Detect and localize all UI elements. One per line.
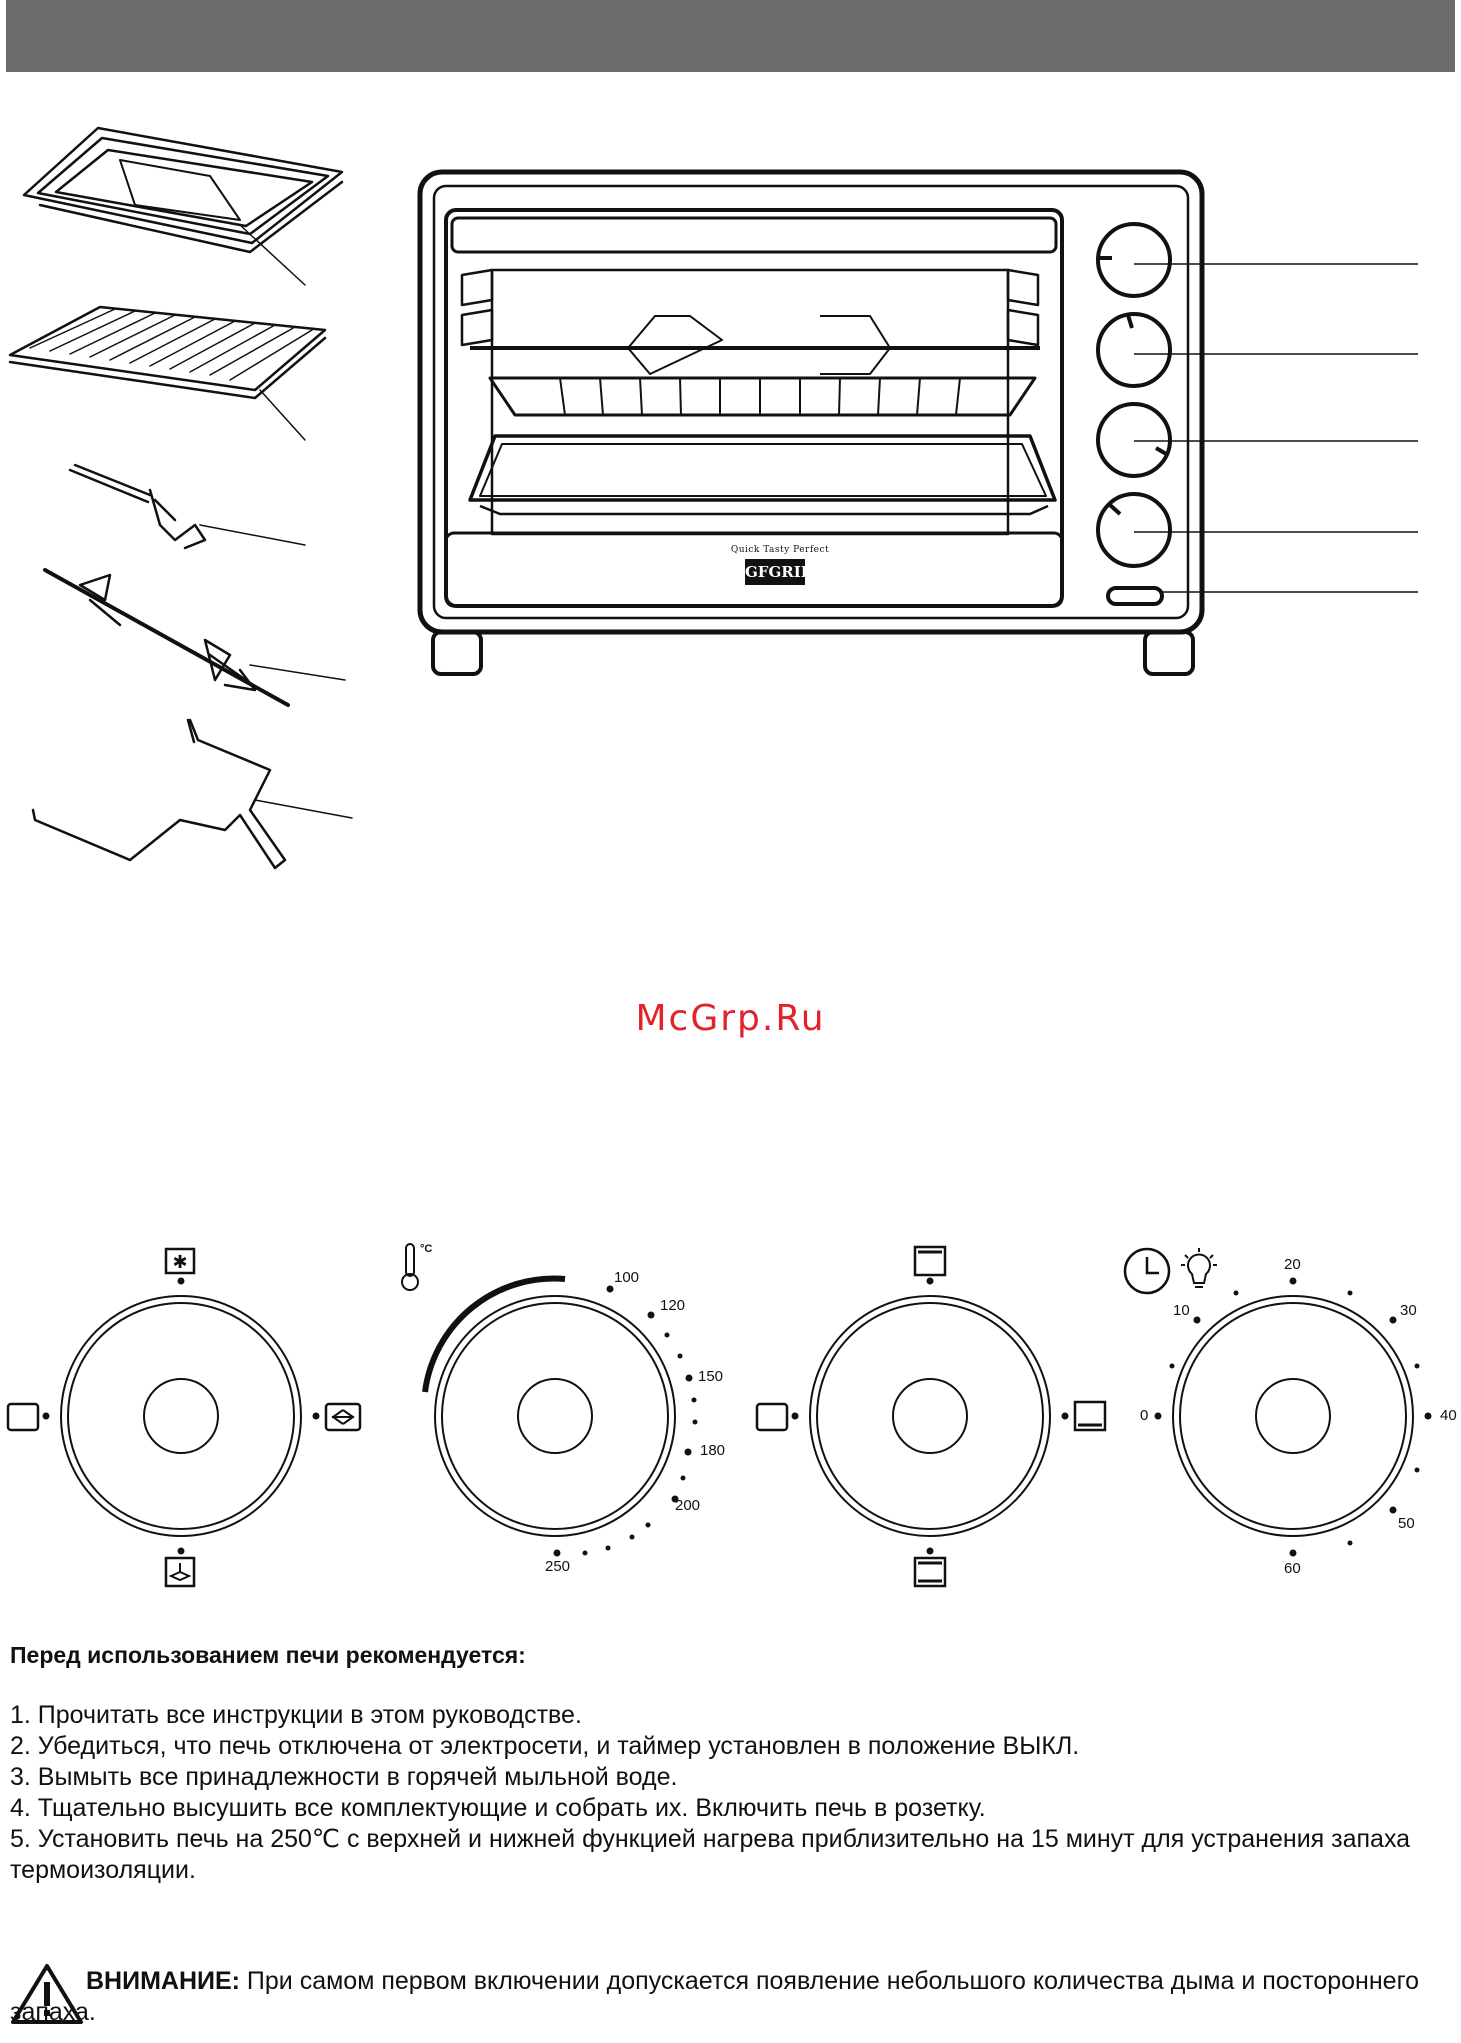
- temp-label: 150: [698, 1368, 724, 1385]
- grill-fan-icon: [164, 1556, 196, 1588]
- temp-label: 250: [545, 1558, 571, 1575]
- bottom-heat-icon: [1073, 1400, 1107, 1432]
- warning-note: ВНИМАНИЕ: При самом первом включении доп…: [10, 1964, 1450, 2028]
- temp-label: 120: [660, 1297, 686, 1314]
- instruction-step: 1. Прочитать все инструкции в этом руков…: [10, 1701, 582, 1729]
- warning-triangle-icon: [11, 1964, 83, 2024]
- warning-label: ВНИМАНИЕ:: [86, 1967, 240, 1995]
- oven-illustration: [417, 169, 1418, 676]
- tray-handle-illustration: [68, 463, 306, 550]
- instructions-list: 1. Прочитать все инструкции в этом руков…: [10, 1700, 1450, 1886]
- control-dials-illustration: ✱ °C: [6, 1243, 1432, 1588]
- bulb-icon: [1181, 1248, 1217, 1288]
- rotisserie-icon: [324, 1402, 362, 1432]
- top-heat-icon: [913, 1245, 947, 1277]
- timer-dial: [1123, 1247, 1432, 1557]
- wire-rack-illustration: [8, 305, 327, 441]
- timer-label: 20: [1284, 1256, 1301, 1273]
- brand-tagline: Quick Tasty Perfect: [730, 545, 830, 555]
- fan-icon: [164, 1247, 196, 1275]
- top-bottom-heat-icon: [913, 1556, 947, 1588]
- warning-text: ВНИМАНИЕ: При самом первом включении доп…: [10, 1966, 1450, 2028]
- timer-label: 30: [1400, 1302, 1417, 1319]
- timer-label: 0: [1140, 1407, 1149, 1424]
- timer-label: 40: [1440, 1407, 1457, 1424]
- baking-tray-illustration: [22, 126, 344, 286]
- header-bar: [6, 0, 1455, 72]
- timer-label: 60: [1284, 1560, 1301, 1577]
- temp-label: 180: [700, 1442, 726, 1459]
- watermark: McGrp.Ru: [635, 998, 826, 1039]
- temp-label: 100: [614, 1269, 640, 1286]
- timer-label: 50: [1398, 1515, 1415, 1532]
- rotisserie-spit-illustration: [43, 568, 346, 707]
- off-icon: [6, 1402, 40, 1432]
- function-dial: ✱: [6, 1247, 362, 1588]
- thermometer-icon: [401, 1243, 419, 1291]
- timer-label: 10: [1173, 1302, 1190, 1319]
- heating-mode-dial: [755, 1245, 1107, 1588]
- accessories-illustration: [8, 126, 353, 870]
- instruction-step: 3. Вымыть все принадлежности в горячей м…: [10, 1763, 678, 1791]
- svg-text:°C: °C: [420, 1243, 432, 1255]
- temp-label: 200: [675, 1497, 701, 1514]
- brand-logo: GFGRIL: [745, 559, 811, 585]
- instruction-step: 2. Убедиться, что печь отключена от элек…: [10, 1732, 1080, 1760]
- instructions-heading: Перед использованием печи рекомендуется:: [10, 1642, 526, 1668]
- instruction-step: 4. Тщательно высушить все комплектующие …: [10, 1794, 986, 1822]
- temperature-dial: °C: [401, 1243, 698, 1557]
- svg-text:✱: ✱: [172, 1252, 187, 1273]
- off-icon: [755, 1402, 789, 1432]
- instruction-step: 5. Установить печь на 250℃ с верхней и н…: [10, 1825, 1411, 1884]
- instructions-section: Перед использованием печи рекомендуется:…: [10, 1640, 1450, 1886]
- rotisserie-handle-illustration: [31, 718, 353, 870]
- clock-icon: [1123, 1247, 1171, 1295]
